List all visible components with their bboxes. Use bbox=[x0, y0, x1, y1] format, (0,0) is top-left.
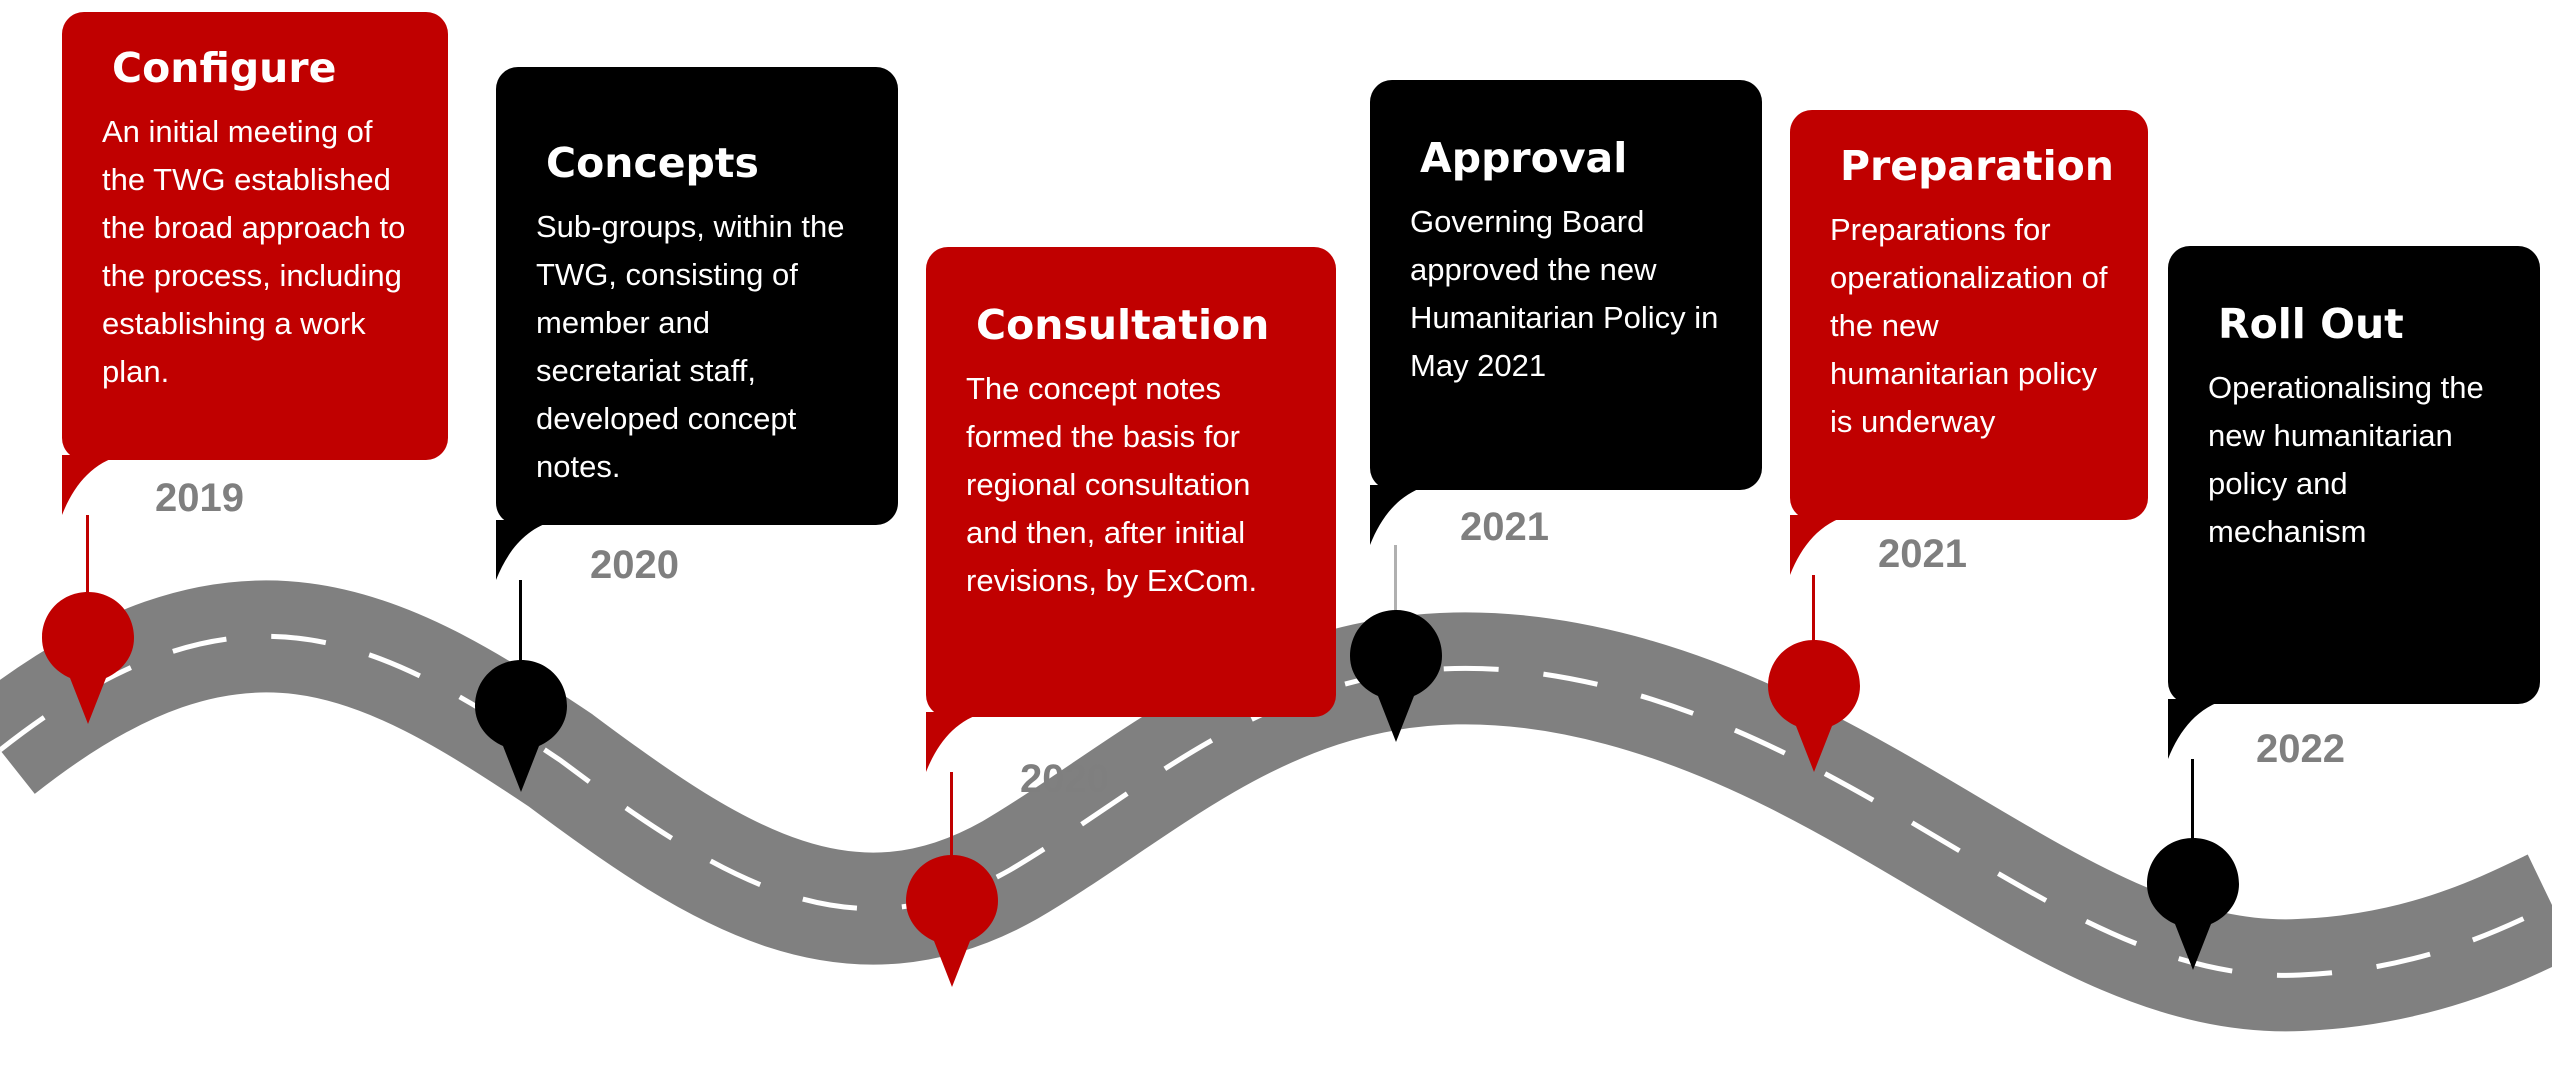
location-pin-icon bbox=[42, 592, 134, 724]
card-tail bbox=[496, 520, 556, 580]
card-tail bbox=[62, 455, 122, 515]
milestone-description: The concept notes formed the basis for r… bbox=[966, 371, 1258, 598]
milestone-year: 2022 bbox=[2256, 727, 2345, 771]
milestone-description: Governing Board approved the new Humanit… bbox=[1410, 204, 1719, 383]
pin-stem bbox=[2191, 759, 2194, 841]
milestone-year: 2020 bbox=[1020, 757, 1109, 801]
milestone-card-concepts: Concepts Sub-groups, within the TWG, con… bbox=[496, 67, 898, 525]
milestone-year: 2021 bbox=[1878, 532, 1967, 576]
milestone-card-configure: Configure An initial meeting of the TWG … bbox=[62, 12, 448, 460]
road-surface bbox=[0, 580, 2552, 1032]
pin-stem bbox=[950, 772, 953, 858]
milestone-description: Sub-groups, within the TWG, consisting o… bbox=[536, 209, 845, 484]
milestone-year: 2021 bbox=[1460, 505, 1549, 549]
pin-stem bbox=[1812, 575, 1815, 643]
location-pin-icon bbox=[1350, 610, 1442, 742]
milestone-card-consultation: Consultation The concept notes formed th… bbox=[926, 247, 1336, 717]
card-tail bbox=[2168, 699, 2228, 759]
milestone-description: An initial meeting of the TWG establishe… bbox=[102, 114, 406, 389]
milestone-card-approval: Approval Governing Board approved the ne… bbox=[1370, 80, 1762, 490]
pin-stem bbox=[519, 580, 522, 662]
milestone-description: Operationalising the new humanitarian po… bbox=[2208, 370, 2484, 549]
milestone-title: Preparation bbox=[1840, 142, 2114, 190]
milestone-description: Preparations for operationalization of t… bbox=[1830, 212, 2108, 439]
milestone-year: 2020 bbox=[590, 543, 679, 587]
card-tail bbox=[1370, 485, 1430, 545]
location-pin-icon bbox=[475, 660, 567, 792]
milestone-title: Concepts bbox=[546, 139, 759, 187]
card-tail bbox=[1790, 515, 1850, 575]
milestone-title: Configure bbox=[112, 44, 337, 92]
milestone-year: 2019 bbox=[155, 476, 244, 520]
milestone-title: Approval bbox=[1420, 134, 1628, 182]
location-pin-icon bbox=[1768, 640, 1860, 772]
milestone-card-preparation: Preparation Preparations for operational… bbox=[1790, 110, 2148, 520]
location-pin-icon bbox=[906, 855, 998, 987]
pin-stem bbox=[1394, 545, 1397, 613]
milestone-title: Roll Out bbox=[2218, 300, 2404, 348]
card-tail bbox=[926, 712, 986, 772]
location-pin-icon bbox=[2147, 838, 2239, 970]
milestone-title: Consultation bbox=[976, 301, 1270, 349]
pin-stem bbox=[86, 515, 89, 597]
milestone-card-roll-out: Roll Out Operationalising the new humani… bbox=[2168, 246, 2540, 704]
